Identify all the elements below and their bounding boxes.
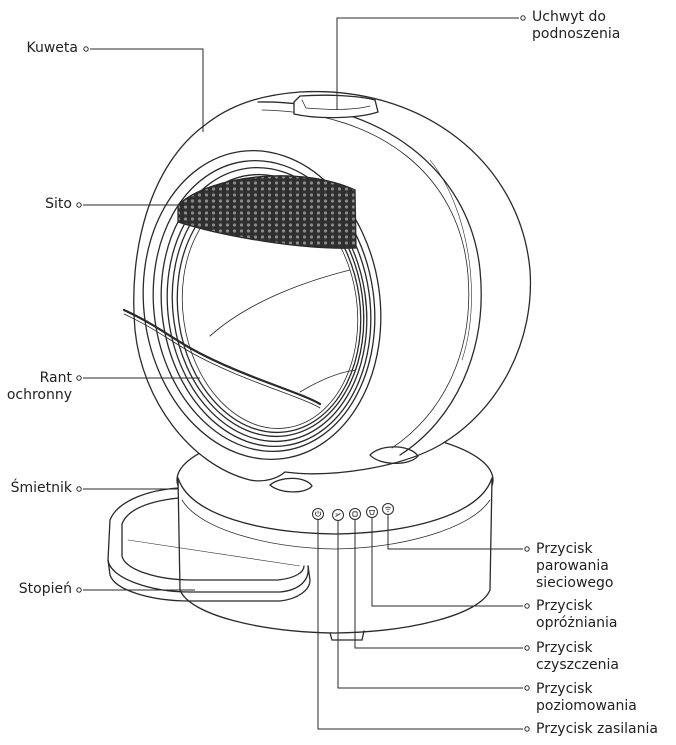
label-przycisk-czyszczenia: Przycisk czyszczenia	[536, 640, 619, 673]
label-przycisk-parowania: Przycisk parowania sieciowego	[536, 541, 614, 591]
label-uchwyt: Uchwyt do podnoszenia	[532, 9, 621, 42]
step	[107, 487, 311, 602]
label-sito: Sito	[45, 196, 72, 212]
label-stopien: Stopień	[18, 581, 72, 597]
clean-icon	[352, 511, 358, 517]
wifi-icon	[384, 506, 392, 511]
clean-button[interactable]	[349, 508, 361, 520]
empty-button[interactable]	[366, 506, 378, 518]
wifi-button[interactable]	[382, 503, 394, 515]
power-button[interactable]	[312, 508, 324, 520]
power-icon	[315, 510, 321, 517]
level-button[interactable]	[332, 509, 344, 521]
empty-icon	[369, 510, 375, 515]
level-icon	[335, 513, 341, 517]
inner-details	[122, 269, 357, 409]
label-przycisk-zasilania: Przycisk zasilania	[536, 721, 658, 737]
sieve-mesh	[177, 175, 357, 249]
label-smietnik: Śmietnik	[10, 480, 72, 496]
label-przycisk-poziomowania: Przycisk poziomowania	[536, 681, 637, 714]
control-buttons	[312, 503, 394, 521]
leader-lines	[76, 15, 530, 732]
label-kuweta: Kuweta	[26, 40, 79, 56]
label-rant: Rant ochronny	[6, 370, 72, 403]
label-przycisk-oprozniania: Przycisk opróżniania	[536, 598, 618, 631]
